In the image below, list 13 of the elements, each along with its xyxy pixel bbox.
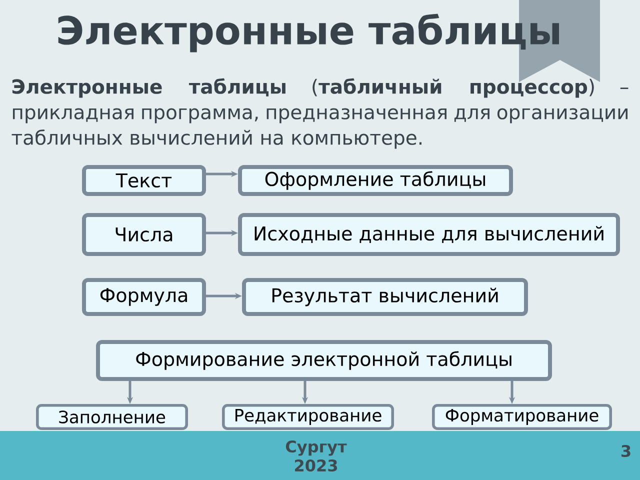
process-box: Формирование электронной таблицы: [96, 340, 552, 381]
step-box: Заполнение: [36, 404, 188, 430]
definition-paragraph: Электронные таблицы (табличный процессор) – прикладная программа, предназначенная для организации табличных вычислений на компьютере.: [12, 78, 628, 149]
process-box: Числа: [82, 213, 206, 256]
process-box: Результат вычислений: [242, 278, 528, 316]
slide-title: Электронные таблицы: [58, 14, 559, 52]
step-box: Редактирование: [222, 404, 394, 430]
process-box: Оформление таблицы: [238, 165, 513, 196]
process-box: Формула: [82, 278, 206, 316]
page-number: 3: [622, 444, 630, 458]
process-box: Текст: [82, 165, 206, 196]
process-box: Исходные данные для вычислений: [238, 213, 620, 256]
step-box: Форматирование: [432, 404, 612, 430]
